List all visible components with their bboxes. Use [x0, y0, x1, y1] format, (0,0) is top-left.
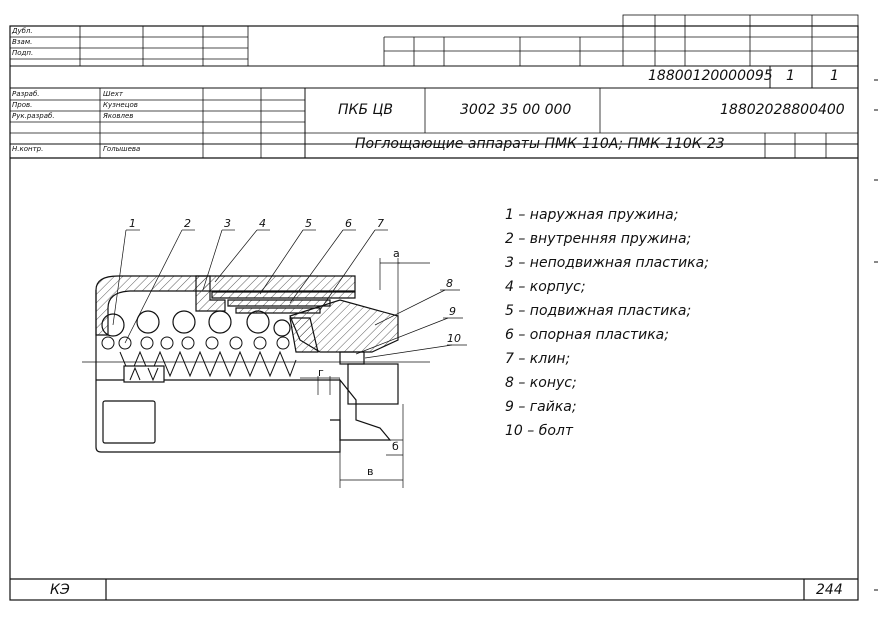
sheet-number: 1: [786, 68, 795, 84]
dimensions: [300, 258, 430, 488]
fixed-plate: [195, 275, 226, 312]
name-prov: Кузнецов: [103, 101, 138, 109]
legend-item-2: 2 – внутренняя пружина;: [505, 231, 692, 247]
outer-spring: [101, 310, 291, 337]
doc-number-row: [10, 65, 858, 89]
legend-item-9: 9 – гайка;: [505, 399, 577, 415]
org-name: ПКБ ЦВ: [338, 102, 393, 118]
footer-label: КЭ: [50, 582, 70, 598]
callout-5: 5: [305, 217, 312, 230]
callout-9: 9: [449, 305, 456, 318]
legend-item-5: 5 – подвижная пластика;: [505, 303, 692, 319]
left-stamp: [10, 26, 249, 66]
callout-7: 7: [377, 217, 384, 230]
role-nkontr: Н.контр.: [12, 145, 44, 153]
legend-item-8: 8 – конус;: [505, 375, 577, 391]
name-razrab: Шехт: [103, 90, 124, 98]
cone-lower: [339, 378, 392, 441]
stamp-label-vzam: Взам.: [12, 38, 33, 46]
legend-item-1: 1 – наружная пружина;: [505, 207, 679, 223]
inner-spring: [101, 336, 290, 350]
doc-number: 18800120000095: [648, 68, 773, 84]
legend-item-6: 6 – опорная пластика;: [505, 327, 669, 343]
legend-item-7: 7 – клин;: [505, 351, 571, 367]
role-ruk: Рук.разраб.: [12, 112, 55, 120]
drawing-title: Поглощающие аппараты ПМК-110А; ПМК-110К-…: [355, 136, 725, 152]
housing-outline: [95, 290, 341, 453]
name-ruk: Яковлев: [103, 112, 134, 120]
wedge: [289, 317, 319, 353]
middle-stamp: [383, 36, 623, 66]
title-block-grid: [10, 88, 858, 159]
absorber-drawing: [82, 229, 467, 488]
dim-b: б: [392, 440, 399, 453]
dim-a: а: [393, 247, 400, 260]
legend-item-10: 10 – болт: [505, 423, 574, 439]
leaders: [112, 229, 467, 359]
dim-v: в: [367, 465, 374, 478]
callout-1: 1: [129, 217, 136, 230]
designation: 3002 35 00 000: [460, 102, 572, 118]
page-number: 244: [816, 582, 843, 598]
callout-4: 4: [259, 217, 266, 230]
housing-window: [102, 400, 156, 444]
revision-grid: [622, 14, 859, 67]
legend-item-3: 3 – неподвижная пластика;: [505, 255, 709, 271]
product-code: 18802028800400: [720, 102, 845, 118]
moving-plate: [211, 291, 356, 299]
legend-item-4: 4 – корпус;: [505, 279, 586, 295]
name-nkontr: Голышева: [103, 145, 141, 153]
role-prov: Пров.: [12, 101, 33, 109]
sheet-total: 1: [830, 68, 839, 84]
stamp-label-dubl: Дубл.: [12, 27, 33, 35]
callout-6: 6: [345, 217, 352, 230]
footer-grid: [10, 578, 858, 600]
callout-10: 10: [447, 332, 461, 345]
callout-2: 2: [184, 217, 191, 230]
callout-3: 3: [224, 217, 231, 230]
stamp-label-podp: Подп.: [12, 49, 34, 57]
role-razrab: Разраб.: [12, 90, 40, 98]
dim-g: г: [318, 366, 324, 379]
edge-marks: [874, 79, 878, 591]
callout-8: 8: [446, 277, 453, 290]
support-plate: [227, 299, 331, 307]
housing-top: [95, 275, 356, 336]
sheet-border: [9, 25, 859, 601]
bolt-end: [347, 363, 399, 405]
